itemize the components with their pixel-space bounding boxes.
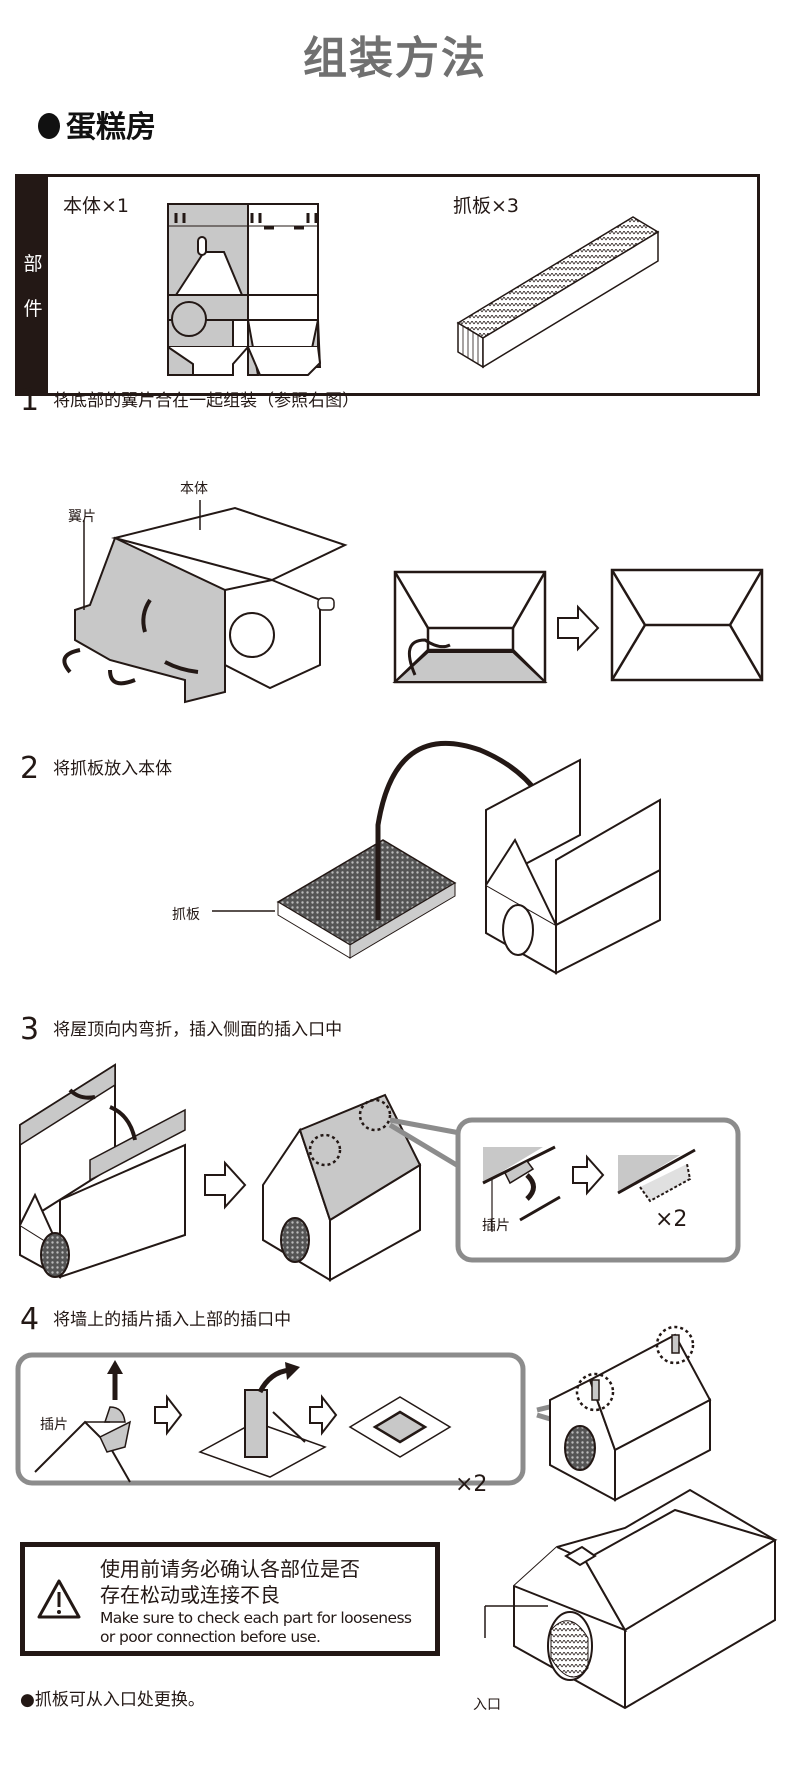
step-3-number: 3 xyxy=(20,1012,40,1047)
step-1-number: 1 xyxy=(20,383,40,418)
parts-box: 部 件 本体×1 抓板×3 xyxy=(15,174,760,396)
arrow-right-icon xyxy=(309,1394,338,1436)
step-2-heading: 2 将抓板放入本体 xyxy=(20,751,172,786)
step-4-text: 将墙上的插片插入上部的插口中 xyxy=(53,1310,292,1330)
step-3-heading: 3 将屋顶向内弯折，插入侧面的插入口中 xyxy=(20,1012,342,1047)
body-net-diagram xyxy=(167,203,322,376)
parts-side-char-1: 部 xyxy=(23,253,43,275)
bullet-icon xyxy=(38,113,60,139)
step-1-box-diagram xyxy=(62,500,348,704)
warning-zh-line-2: 存在松动或连接不良 xyxy=(100,1583,280,1607)
step-1-heading: 1 将底部的翼片合在一起组装（参照右图） xyxy=(20,383,359,418)
final-house-diagram xyxy=(484,1488,778,1710)
step-3-text: 将屋顶向内弯折，插入侧面的插入口中 xyxy=(53,1020,343,1040)
warning-en-line-1: Make sure to check each part for loosene… xyxy=(100,1609,412,1627)
warning-en-line-2: or poor connection before use. xyxy=(100,1628,321,1646)
arrow-right-icon xyxy=(572,1154,605,1196)
callout-flap: 翼片 xyxy=(68,509,96,525)
step-2-number: 2 xyxy=(20,751,40,786)
step-4-multiplier: ×2 xyxy=(455,1472,488,1497)
step-4-number: 4 xyxy=(20,1302,40,1337)
product-heading: 蛋糕房 xyxy=(38,102,156,146)
warning-triangle-icon xyxy=(37,1579,81,1619)
step-4-callout-tab: 插片 xyxy=(40,1417,68,1433)
parts-side-label: 部 件 xyxy=(18,177,48,393)
step-4-heading: 4 将墙上的插片插入上部的插口中 xyxy=(20,1302,291,1337)
step-3-multiplier: ×2 xyxy=(655,1207,688,1232)
entrance-label: 入口 xyxy=(473,1697,501,1713)
step-3-detail-callout xyxy=(455,1117,741,1263)
product-name: 蛋糕房 xyxy=(66,110,156,145)
callout-scratcher: 抓板 xyxy=(172,907,200,923)
part-body-label: 本体×1 xyxy=(63,195,130,217)
step-4-detail-callout xyxy=(15,1352,526,1486)
callout-body: 本体 xyxy=(180,481,208,497)
step-4-house-diagram xyxy=(536,1325,712,1502)
step-1-text: 将底部的翼片合在一起组装（参照右图） xyxy=(53,391,360,411)
page-title: 组装方法 xyxy=(303,33,487,84)
step-3-callout-tab: 插片 xyxy=(482,1218,510,1234)
step-3-roof-diagram xyxy=(19,1063,462,1282)
arrow-right-icon xyxy=(557,604,600,652)
warning-box: 使用前请务必确认各部位是否 存在松动或连接不良 Make sure to che… xyxy=(20,1542,440,1656)
part-scratcher-label: 抓板×3 xyxy=(453,195,520,217)
arrow-right-icon xyxy=(204,1160,247,1210)
replacement-note: ●抓板可从入口处更换。 xyxy=(20,1690,205,1710)
warning-zh-line-1: 使用前请务必确认各部位是否 xyxy=(100,1557,360,1581)
parts-side-char-2: 件 xyxy=(23,298,43,320)
step-2-text: 将抓板放入本体 xyxy=(53,759,173,779)
step-1-flap-detail-diagram xyxy=(392,568,764,684)
arrow-right-icon xyxy=(154,1394,183,1436)
scratcher-board-diagram xyxy=(456,216,660,369)
step-2-insert-diagram xyxy=(212,740,661,975)
